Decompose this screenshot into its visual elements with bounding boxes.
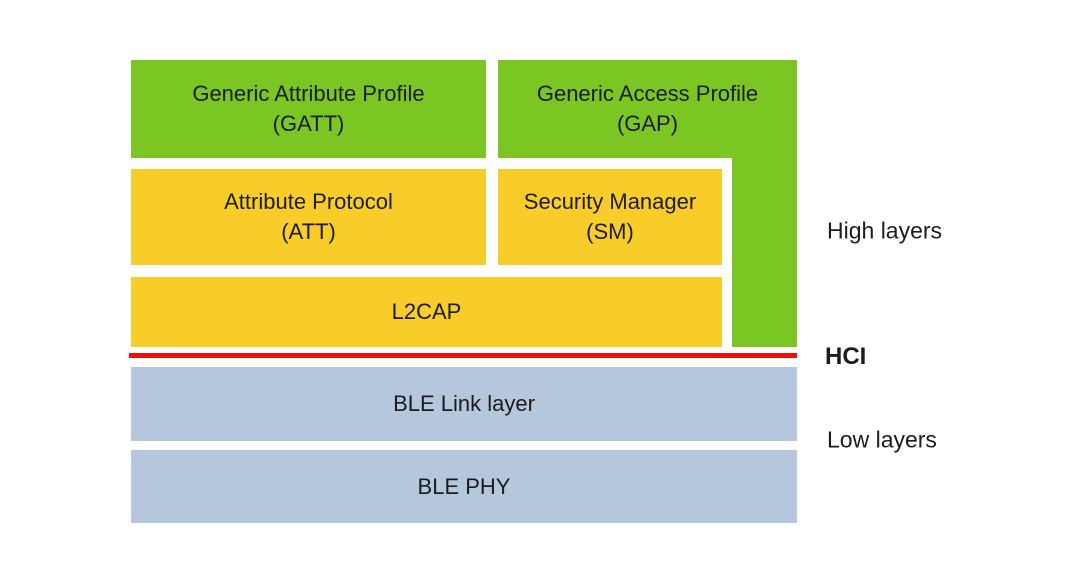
sm-label-line2: (SM) — [586, 219, 634, 244]
sm-label-line1: Security Manager — [523, 189, 697, 214]
gap-label-line1: Generic Access Profile — [536, 81, 759, 106]
gatt-label-line2: (GATT) — [272, 111, 345, 136]
gap-box: Generic Access Profile (GAP) — [498, 60, 797, 158]
ble-phy-box: BLE PHY — [131, 450, 797, 523]
sm-box: Security Manager (SM) — [498, 169, 722, 265]
gatt-box: Generic Attribute Profile (GATT) — [131, 60, 486, 158]
hci-label: HCI — [825, 343, 867, 370]
gatt-label-line1: Generic Attribute Profile — [192, 81, 425, 106]
l2cap-box: L2CAP — [131, 277, 722, 347]
att-box: Attribute Protocol (ATT) — [131, 169, 486, 265]
ble-phy-label: BLE PHY — [417, 473, 511, 499]
l2cap-label: L2CAP — [391, 299, 462, 324]
gap-box-extension — [732, 158, 797, 347]
att-label-line2: (ATT) — [281, 219, 336, 244]
gap-label-line2: (GAP) — [616, 111, 679, 136]
low-layers-label: Low layers — [827, 426, 937, 453]
ble-link-layer-box: BLE Link layer — [131, 367, 797, 441]
hci-divider-line — [129, 353, 797, 358]
high-layers-label: High layers — [827, 217, 943, 244]
att-label-line1: Attribute Protocol — [224, 189, 393, 214]
ble-link-layer-label: BLE Link layer — [393, 391, 535, 416]
